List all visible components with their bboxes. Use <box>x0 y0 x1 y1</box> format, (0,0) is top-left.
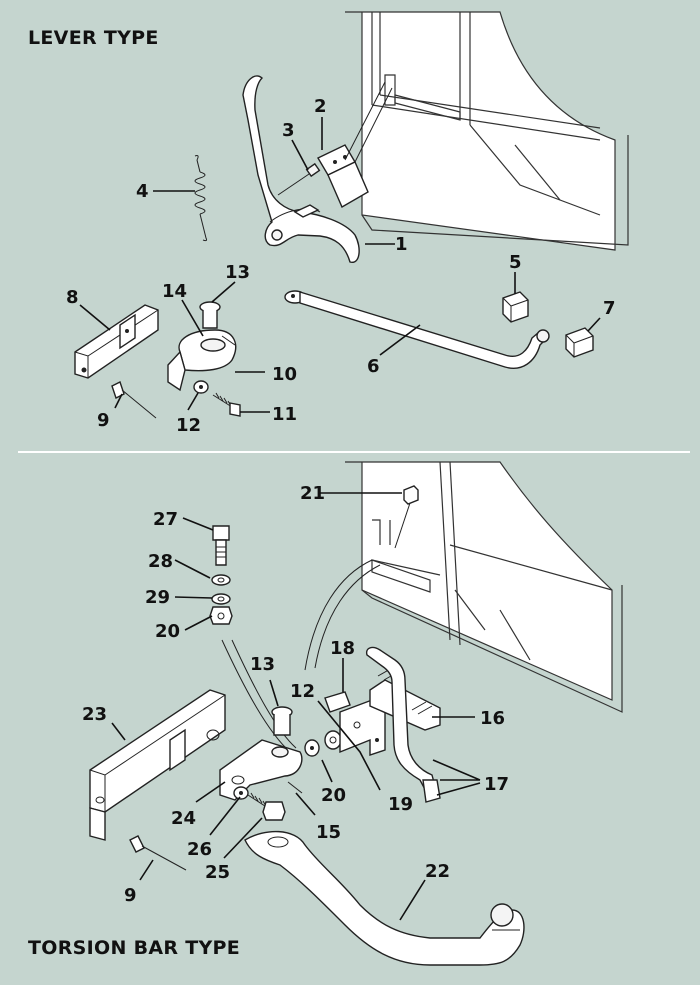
callout-6: 6 <box>367 356 380 377</box>
part-13-pin-lower <box>271 706 293 736</box>
part-8-plate <box>74 304 159 379</box>
part-24-bracket <box>219 739 303 801</box>
callout-8: 8 <box>66 287 79 308</box>
part-26-washer <box>233 786 249 800</box>
leader-lines <box>79 117 601 921</box>
part-9-rivet <box>111 381 157 419</box>
callout-24: 24 <box>171 808 196 829</box>
part-9-rivet-lower <box>129 835 187 871</box>
part-5-pad <box>502 291 529 323</box>
part-29-washer <box>211 593 231 605</box>
part-18-clip <box>324 691 351 713</box>
part-25-bolt <box>247 792 286 821</box>
part-22-torsion-bar <box>244 830 525 966</box>
part-10-pivot-bracket <box>167 329 237 392</box>
part-1-lever <box>242 75 360 263</box>
callout-25: 25 <box>205 862 230 883</box>
callout-17: 17 <box>484 774 509 795</box>
callout-1: 1 <box>395 234 408 255</box>
callout-27: 27 <box>153 509 178 530</box>
part-13-pin <box>199 301 221 329</box>
lever-type-title: LEVER TYPE <box>28 27 159 49</box>
callout-7: 7 <box>603 298 616 319</box>
callout-16: 16 <box>480 708 505 729</box>
part-28-washer <box>211 574 231 586</box>
callout-2: 2 <box>314 96 327 117</box>
part-20-nut <box>209 606 233 625</box>
callout-22: 22 <box>425 861 450 882</box>
callout-12-lower: 12 <box>290 681 315 702</box>
callout-13-lower: 13 <box>250 654 275 675</box>
part-4-spring <box>194 155 208 242</box>
callout-21: 21 <box>300 483 325 504</box>
callout-4: 4 <box>136 181 149 202</box>
callout-18: 18 <box>330 638 355 659</box>
torsion-bar-type-title: TORSION BAR TYPE <box>28 937 241 959</box>
part-27-bolt <box>212 525 230 566</box>
callout-19: 19 <box>388 794 413 815</box>
callout-9: 9 <box>97 410 110 431</box>
part-7-pad <box>565 327 594 358</box>
part-17-bracket-rod <box>365 646 441 803</box>
callout-10: 10 <box>272 364 297 385</box>
callout-15: 15 <box>316 822 341 843</box>
part-3-screw <box>277 162 321 196</box>
part-6-rod <box>284 290 550 369</box>
part-2-bracket <box>317 81 393 208</box>
callout-20-lower: 20 <box>321 785 346 806</box>
part-12-washer <box>193 380 209 394</box>
callout-13: 13 <box>225 262 250 283</box>
callout-numbers: 1 2 3 4 5 6 7 8 9 10 11 12 13 14 21 27 2… <box>66 96 616 906</box>
callout-29: 29 <box>145 587 170 608</box>
callout-14: 14 <box>162 281 187 302</box>
part-12-washer-lower <box>304 739 320 757</box>
part-14-cotter <box>221 335 236 346</box>
tailgate-window-bottom <box>345 461 623 713</box>
part-15-cotter <box>287 781 303 794</box>
callout-23: 23 <box>82 704 107 725</box>
part-23-plate <box>89 689 226 841</box>
callout-26: 26 <box>187 839 212 860</box>
callout-9-lower: 9 <box>124 885 137 906</box>
callout-3: 3 <box>282 120 295 141</box>
tailgate-window-top <box>345 11 629 251</box>
callout-20: 20 <box>155 621 180 642</box>
part-20-nut-lower <box>324 730 342 750</box>
part-21-pad <box>394 485 419 549</box>
callout-5: 5 <box>509 252 522 273</box>
callout-28: 28 <box>148 551 173 572</box>
part-11-bolt <box>212 392 241 417</box>
callout-12: 12 <box>176 415 201 436</box>
callout-11: 11 <box>272 404 297 425</box>
